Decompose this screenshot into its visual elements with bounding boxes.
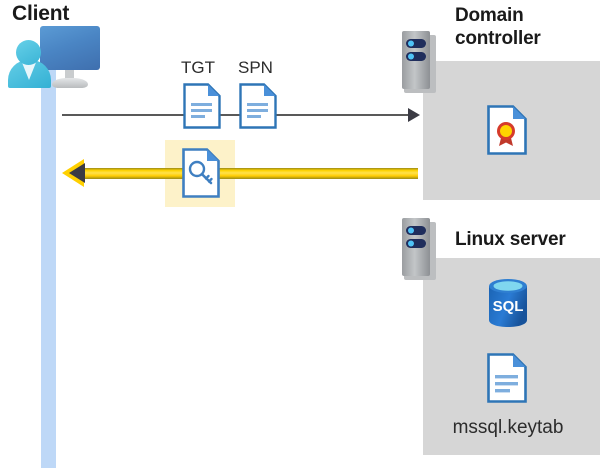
spn-label: SPN xyxy=(238,58,273,77)
client-title: Client xyxy=(12,2,70,25)
keytab-document-icon xyxy=(487,353,527,403)
certificate-document-icon xyxy=(487,105,527,155)
linux-server-title: Linux server xyxy=(455,229,566,250)
tgt-document-icon xyxy=(183,83,221,129)
keytab-filename-label: mssql.keytab xyxy=(452,417,564,438)
domain-controller-title: Domain controller xyxy=(455,5,541,49)
client-lifeline xyxy=(41,70,56,468)
spn-document-icon xyxy=(239,83,277,129)
sql-database-icon: SQL xyxy=(486,278,530,328)
response-arrow-line xyxy=(80,168,418,179)
linux-server-icon xyxy=(402,218,436,280)
request-arrowhead-icon xyxy=(408,108,420,122)
person-head-icon xyxy=(16,40,41,65)
person-collar-icon xyxy=(21,60,37,80)
client-workstation-icon xyxy=(8,26,100,88)
tgt-label: TGT xyxy=(181,58,215,77)
response-arrowhead-icon xyxy=(69,163,85,183)
sql-database-label: SQL xyxy=(493,298,524,315)
monitor-base-icon xyxy=(52,78,88,88)
key-document-icon xyxy=(182,148,220,198)
monitor-screen-icon xyxy=(40,26,100,70)
request-arrow-line xyxy=(62,114,414,116)
monitor-neck-icon xyxy=(65,70,74,80)
domain-controller-server-icon xyxy=(402,31,436,93)
